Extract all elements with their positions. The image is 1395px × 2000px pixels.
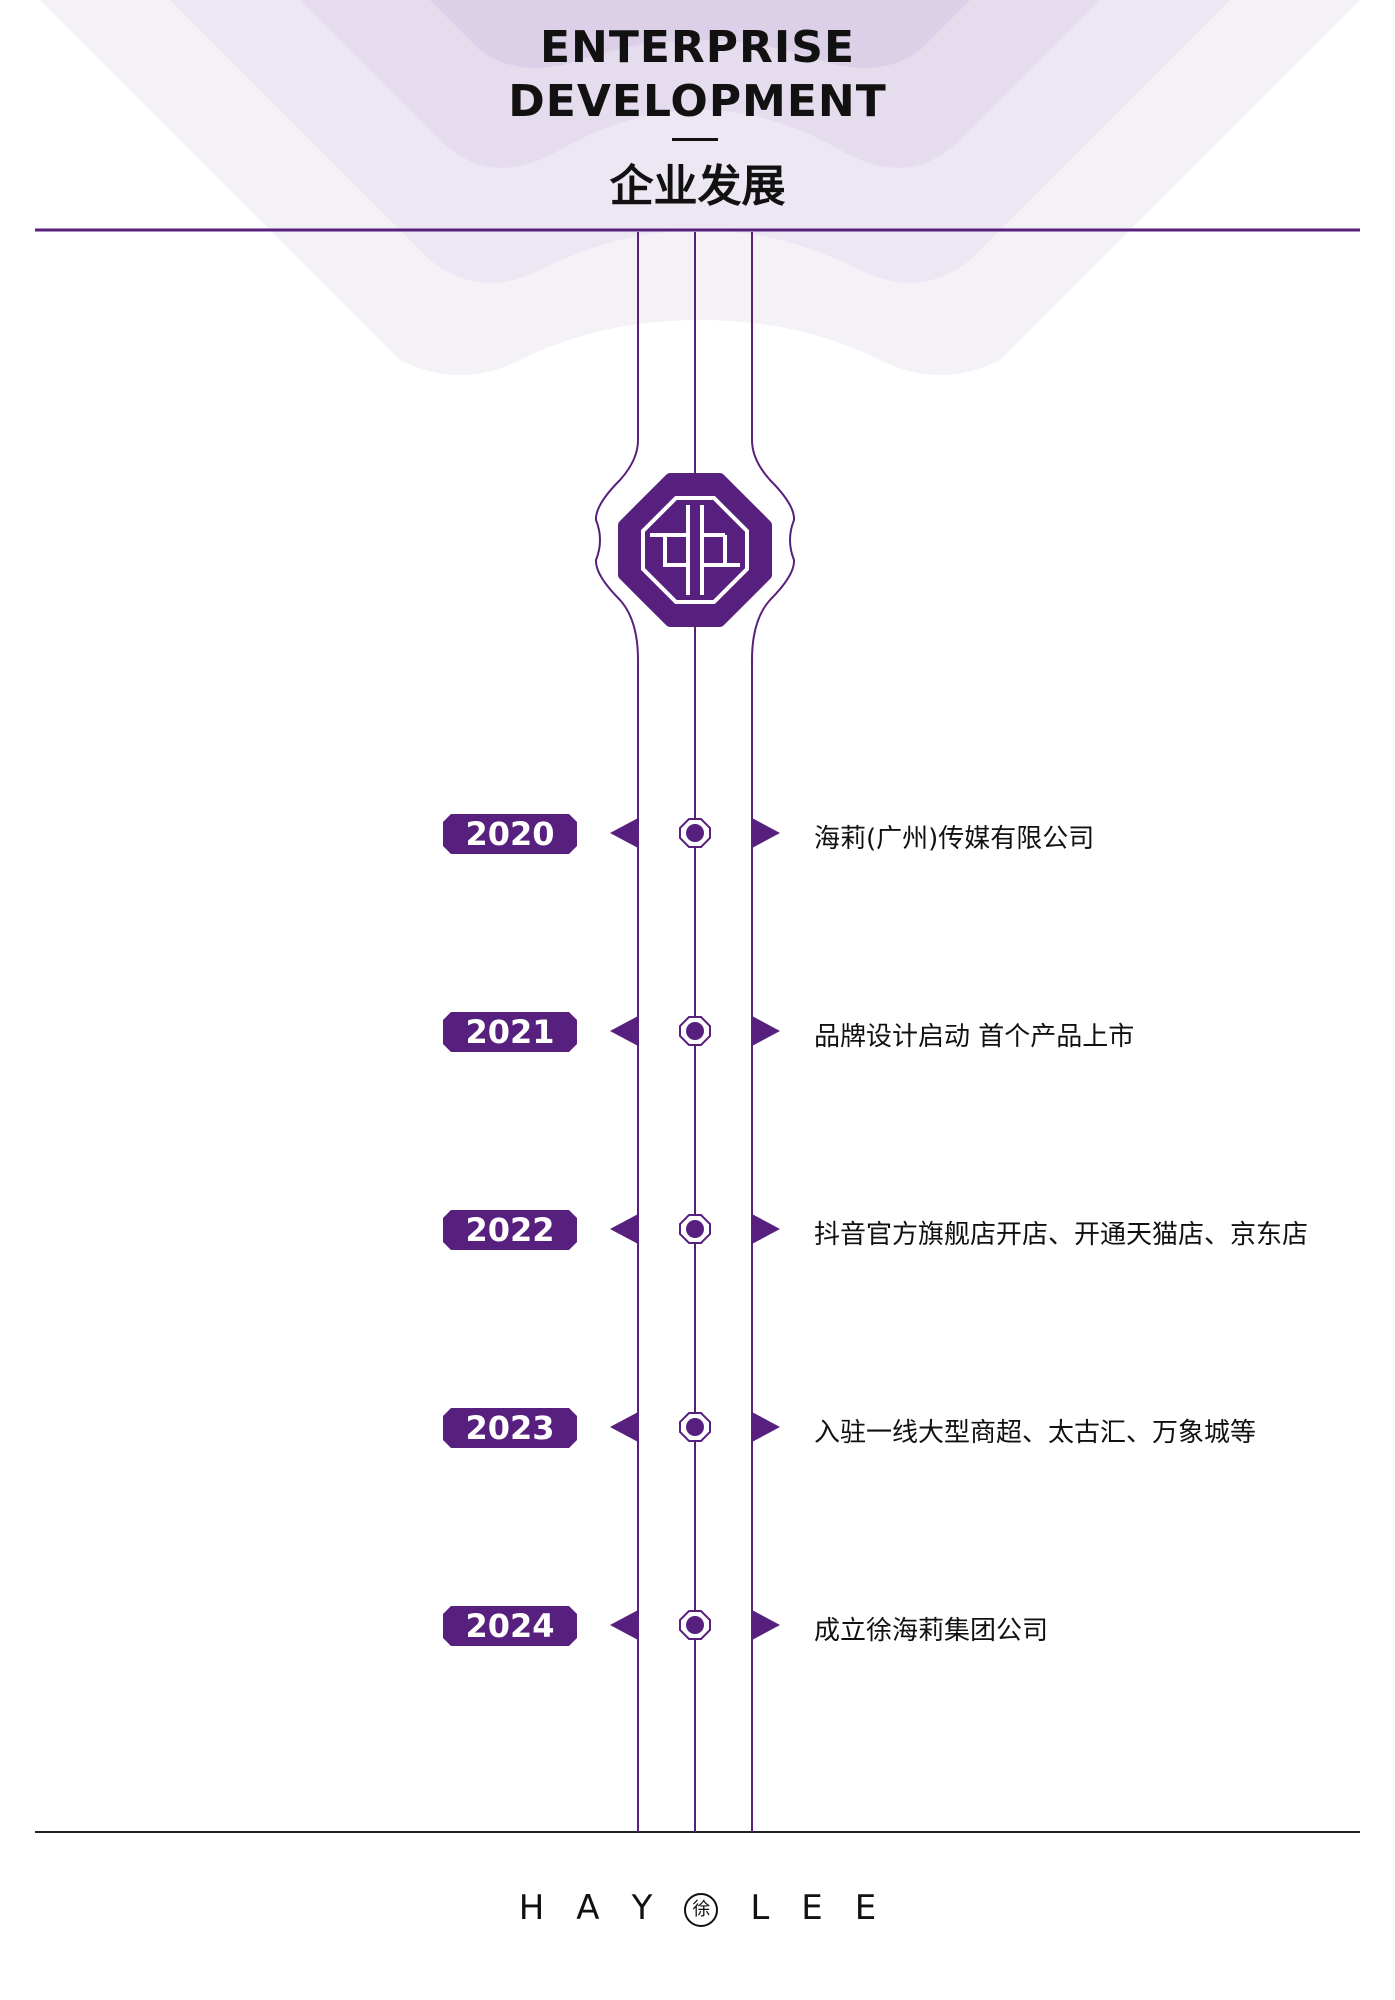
timeline-item: 2024 成立徐海莉集团公司: [0, 1600, 1395, 1650]
year-badge: 2023: [443, 1408, 577, 1448]
event-text: 入驻一线大型商超、太古汇、万象城等: [814, 1418, 1257, 1448]
timeline-item: 2022 抖音官方旗舰店开店、开通天猫店、京东店: [0, 1204, 1395, 1254]
timeline-item: 2021 品牌设计启动 首个产品上市: [0, 1006, 1395, 1056]
logo-letter: H: [518, 1888, 545, 1928]
timeline-marker-icon: [610, 1610, 780, 1640]
timeline-marker-icon: [610, 1016, 780, 1046]
timeline-marker-icon: [610, 818, 780, 848]
logo-letter: Y: [631, 1888, 653, 1928]
seal-icon: 徐: [684, 1893, 719, 1927]
event-text: 品牌设计启动 首个产品上市: [814, 1022, 1135, 1052]
brand-emblem-icon: [618, 473, 772, 627]
logo-letter: E: [854, 1888, 877, 1928]
year-badge: 2020: [443, 814, 577, 854]
year-badge: 2022: [443, 1210, 577, 1250]
title-cn: 企业发展: [609, 161, 786, 212]
year-badge: 2024: [443, 1606, 577, 1646]
title-en-line1: ENTERPRISE: [539, 22, 856, 73]
event-text: 成立徐海莉集团公司: [814, 1616, 1049, 1646]
event-text: 海莉(广州)传媒有限公司: [814, 824, 1095, 854]
logo-letter: A: [576, 1888, 600, 1928]
logo-letter: E: [801, 1888, 823, 1928]
title-en-line2: DEVELOPMENT: [508, 76, 887, 127]
title-divider: [672, 138, 718, 141]
timeline-marker-icon: [610, 1412, 780, 1442]
timeline-marker-icon: [610, 1214, 780, 1244]
timeline-item: 2020 海莉(广州)传媒有限公司: [0, 808, 1395, 858]
year-badge: 2021: [443, 1012, 577, 1052]
logo-letter: L: [750, 1888, 770, 1928]
timeline-item: 2023 入驻一线大型商超、太古汇、万象城等: [0, 1402, 1395, 1452]
event-text: 抖音官方旗舰店开店、开通天猫店、京东店: [814, 1220, 1309, 1250]
